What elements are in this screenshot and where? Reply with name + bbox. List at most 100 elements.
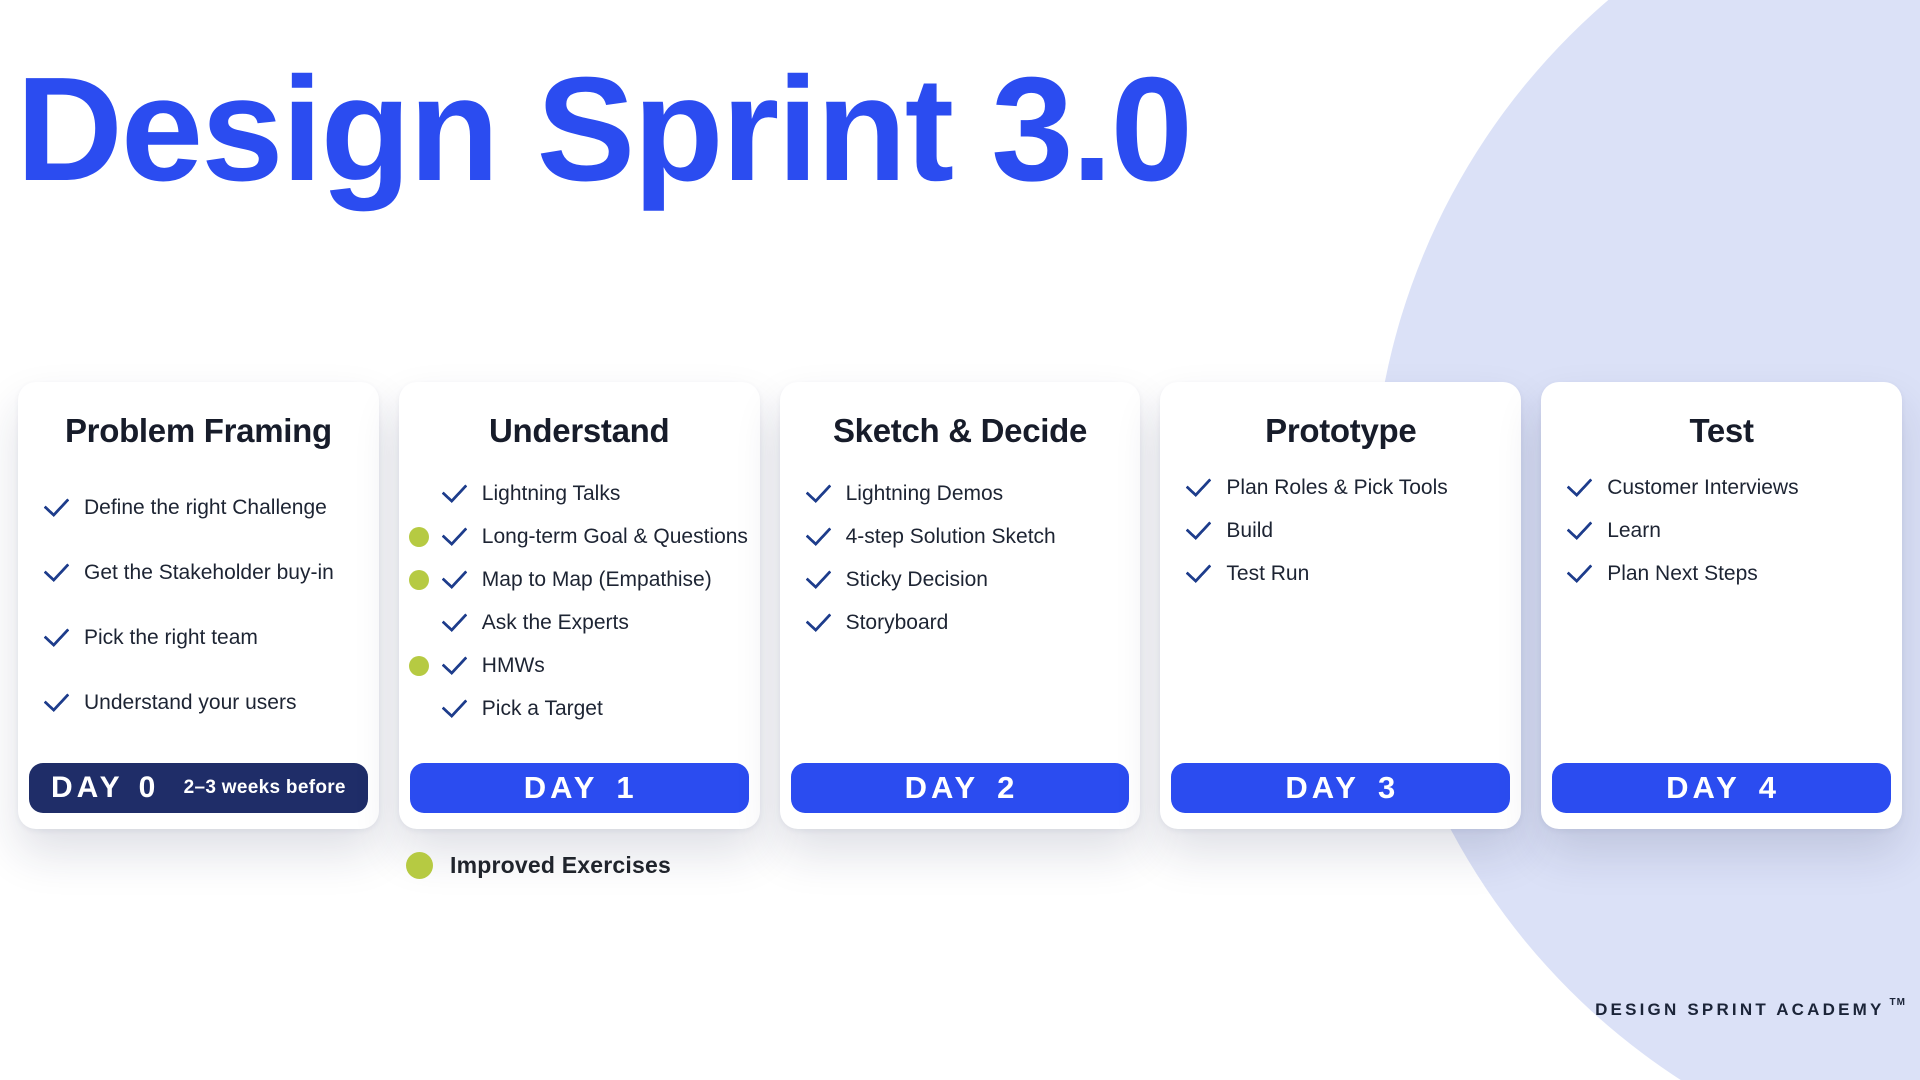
task-label: Learn <box>1607 518 1661 542</box>
task-item: HMWs <box>408 648 750 679</box>
check-icon <box>1566 513 1593 541</box>
day-badge-day4: DAY 4 <box>1552 763 1891 813</box>
day-label: DAY <box>51 771 124 804</box>
task-item: Plan Roles & Pick Tools <box>1185 470 1511 501</box>
task-label: 4-step Solution Sketch <box>845 524 1056 548</box>
check-icon <box>43 685 70 713</box>
card-title: Sketch & Decide <box>832 412 1088 449</box>
card-understand: Understand Lightning Talks Long-term Goa… <box>398 382 760 829</box>
check-icon <box>1185 556 1212 584</box>
task-label: Pick a Target <box>481 696 603 720</box>
task-list: Plan Roles & Pick Tools Build Test Run <box>1185 470 1511 587</box>
task-label: Sticky Decision <box>845 567 988 591</box>
task-item: Lightning Demos <box>805 476 1131 507</box>
day-number: 3 <box>1377 770 1397 805</box>
day-number: 4 <box>1758 770 1778 805</box>
task-item: Define the right Challenge <box>43 490 369 521</box>
task-list: Lightning Talks Long-term Goal & Questio… <box>408 476 750 722</box>
task-label: Build <box>1226 518 1274 542</box>
task-label: Ask the Experts <box>481 610 629 634</box>
task-label: Customer Interviews <box>1607 475 1799 499</box>
task-item: Sticky Decision <box>805 562 1131 593</box>
trademark-symbol: TM <box>1889 997 1906 1008</box>
task-label: Plan Roles & Pick Tools <box>1226 475 1448 499</box>
sprint-columns: Problem Framing Define the right Challen… <box>18 382 1902 829</box>
card-prototype: Prototype Plan Roles & Pick Tools Build … <box>1160 382 1522 829</box>
day-badge-day1: DAY 1 <box>409 763 749 813</box>
card-sketch-decide: Sketch & Decide Lightning Demos 4-step S… <box>779 382 1141 829</box>
task-item: Ask the Experts <box>409 605 750 636</box>
task-label: Storyboard <box>845 610 949 634</box>
task-label: Get the Stakeholder buy-in <box>84 560 334 584</box>
check-icon <box>805 519 832 547</box>
day-label: DAY <box>523 770 599 805</box>
task-label: HMWs <box>481 653 545 677</box>
check-icon <box>1566 470 1593 498</box>
task-item: Map to Map (Empathise) <box>408 562 750 593</box>
check-icon <box>43 555 70 583</box>
check-icon <box>441 648 468 676</box>
improved-dot <box>409 699 429 719</box>
card-title: Problem Framing <box>64 412 332 449</box>
task-item: Long-term Goal & Questions <box>408 519 750 550</box>
task-item: Pick a Target <box>409 691 750 722</box>
task-item: Lightning Talks <box>409 476 750 507</box>
check-icon <box>43 490 70 518</box>
check-icon <box>441 562 468 590</box>
task-item: Build <box>1185 513 1511 544</box>
day-label: DAY <box>1666 770 1741 805</box>
card-title: Prototype <box>1265 412 1417 449</box>
day-label: DAY <box>1285 770 1360 805</box>
task-item: Customer Interviews <box>1566 470 1892 501</box>
improved-dot <box>408 569 429 590</box>
check-icon <box>441 476 468 504</box>
day-number: 0 <box>138 771 157 804</box>
page-title: Design Sprint 3.0 <box>16 47 1193 212</box>
task-item: Understand your users <box>43 685 369 716</box>
task-item: Learn <box>1566 513 1892 544</box>
brand-text: DESIGN SPRINT ACADEMY <box>1595 1000 1885 1019</box>
task-list: Lightning Demos 4-step Solution Sketch S… <box>805 476 1131 636</box>
check-icon <box>805 605 832 633</box>
task-label: Map to Map (Empathise) <box>481 567 712 591</box>
task-label: Test Run <box>1226 561 1310 585</box>
task-list: Define the right Challenge Get the Stake… <box>43 490 369 716</box>
improved-dot-legend <box>406 852 433 879</box>
task-item: Storyboard <box>805 605 1131 636</box>
task-label: Lightning Talks <box>481 481 621 505</box>
check-icon <box>805 476 832 504</box>
card-title: Understand <box>489 412 670 449</box>
improved-dot <box>408 526 429 547</box>
task-label: Plan Next Steps <box>1607 561 1758 585</box>
day-badge-day0: DAY 0 2–3 weeks before <box>29 763 368 813</box>
card-problem-framing: Problem Framing Define the right Challen… <box>18 382 379 829</box>
task-label: Define the right Challenge <box>84 495 327 519</box>
check-icon <box>1185 513 1212 541</box>
task-item: Test Run <box>1185 556 1511 587</box>
task-label: Lightning Demos <box>845 481 1004 505</box>
check-icon <box>1185 470 1212 498</box>
check-icon <box>43 620 70 648</box>
check-icon <box>441 691 468 719</box>
check-icon <box>1566 556 1593 584</box>
day-badge-day2: DAY 2 <box>790 763 1130 813</box>
task-item: Pick the right team <box>43 620 369 651</box>
day-badge-day3: DAY 3 <box>1171 763 1511 813</box>
brand-logo: DESIGN SPRINT ACADEMY TM <box>1595 997 1906 1020</box>
task-item: Plan Next Steps <box>1566 556 1892 587</box>
check-icon <box>441 519 468 547</box>
task-item: Get the Stakeholder buy-in <box>43 555 369 586</box>
task-list: Customer Interviews Learn Plan Next Step… <box>1566 470 1892 587</box>
day-label: DAY <box>904 770 980 805</box>
task-label: Long-term Goal & Questions <box>481 524 748 548</box>
improved-dot <box>409 613 429 633</box>
card-title: Test <box>1689 412 1754 449</box>
task-label: Understand your users <box>84 690 297 714</box>
day-number: 1 <box>616 770 635 805</box>
legend-improved-exercises: Improved Exercises <box>406 852 671 879</box>
legend-label: Improved Exercises <box>450 852 671 878</box>
day-note: 2–3 weeks before <box>183 777 346 798</box>
task-label: Pick the right team <box>84 625 258 649</box>
day-number: 2 <box>997 770 1016 805</box>
